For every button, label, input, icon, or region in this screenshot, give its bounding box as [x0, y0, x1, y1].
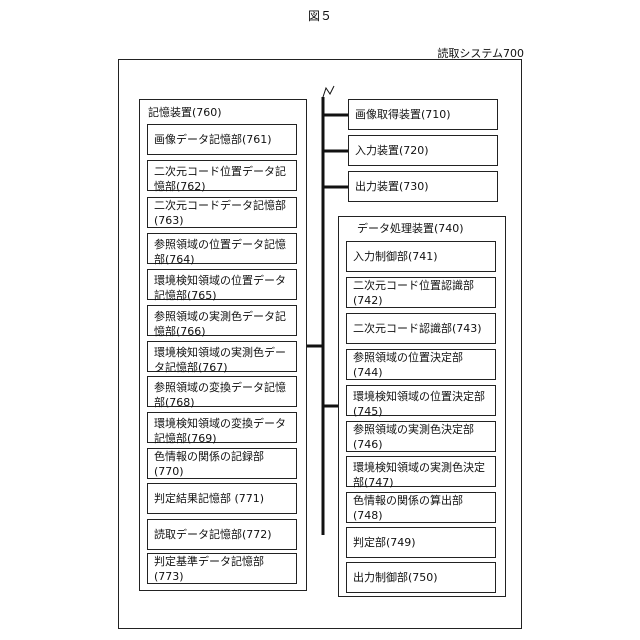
bus-leader-line: [323, 86, 334, 97]
